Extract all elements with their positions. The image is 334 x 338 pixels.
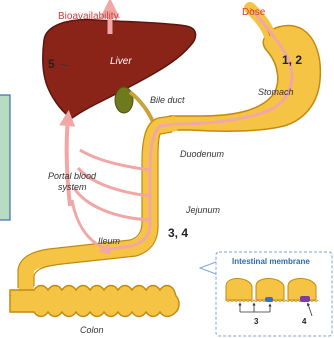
villus-cell-1 [226, 279, 252, 301]
liver-step-number: 5 [48, 58, 55, 70]
intestinal-membrane-title: Intestinal membrane [232, 258, 310, 266]
duodenum-label: Duodenum [180, 150, 224, 159]
transporter-blue [265, 297, 273, 302]
jejunum-label: Jejunum [186, 206, 220, 215]
villus-cell-2 [256, 279, 284, 301]
stomach-step-numbers: 1, 2 [282, 54, 302, 66]
portal-to-liver-arrow [67, 118, 70, 206]
stomach-label: Stomach [258, 88, 294, 97]
bile-duct-label: Bile duct [150, 96, 185, 105]
membrane-step-3: 3 [254, 318, 258, 326]
liver-label: Liver [110, 57, 132, 67]
portal-blood-system-label-line2: system [58, 183, 87, 192]
sidebar-panel [0, 95, 10, 220]
inset-pointer [200, 262, 216, 274]
small-intestine-step-numbers: 3, 4 [168, 227, 188, 239]
transporter-purple [300, 296, 310, 302]
membrane-step-4: 4 [302, 318, 306, 326]
colon-label: Colon [80, 326, 104, 335]
portal-blood-system-label-line1: Portal blood [48, 172, 96, 181]
bioavailability-label: Bioavailability [58, 12, 119, 22]
dose-label: Dose [242, 8, 265, 18]
gallbladder [115, 87, 133, 113]
colon-shape [10, 286, 179, 317]
portal-curve-1 [80, 150, 150, 170]
ileum-label: Ileum [98, 237, 120, 246]
portal-curve-3 [74, 188, 150, 220]
